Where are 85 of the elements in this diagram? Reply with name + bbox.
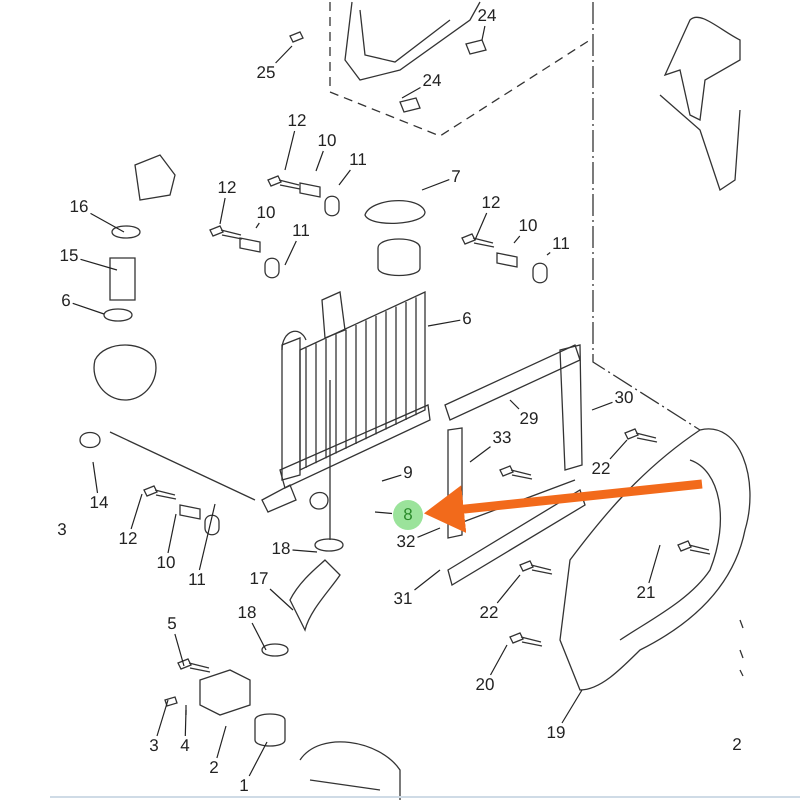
callout-number: 11 [551,235,571,253]
leader-line [256,222,260,228]
callout-number: 7 [450,168,462,186]
leader-line [72,302,104,315]
callout-number: 2 [731,736,743,754]
callout-number: 17 [248,570,270,588]
callout-number: 6 [461,310,473,328]
callout-number: 25 [256,64,276,82]
callout-number: 10 [256,204,276,222]
callout-number: 20 [474,676,496,694]
callout-number: 11 [291,222,311,240]
leader-line [174,634,185,666]
callout-number: 3 [56,521,68,539]
callout-number: 19 [546,724,566,742]
leader-line [219,198,226,224]
leader-line [270,588,294,610]
leader-line [252,622,267,650]
callout-number: 22 [478,604,500,622]
callout-number: 12 [480,194,502,212]
leader-line [648,544,661,584]
callout-number: 6 [60,292,72,310]
callout-number: 18 [236,604,258,622]
leader-line [284,130,296,170]
callout-number: 29 [518,410,540,428]
leader-line [561,690,583,724]
leader-line [402,86,421,99]
leader-line [610,440,628,460]
callout-number: 4 [179,737,191,755]
leader-line [474,212,488,240]
leader-line [184,710,187,736]
callout-number: 30 [614,389,634,407]
leader-line [592,402,613,411]
callout-number: 16 [68,198,90,216]
callout-number: 12 [118,530,138,548]
leader-line [481,26,486,40]
leader-line [382,474,402,482]
callout-number: 1 [238,777,250,795]
leader-line [292,549,318,553]
leader-line [275,46,292,64]
leader-line [216,726,227,758]
callout-number: 32 [396,533,416,551]
callout-number: 10 [156,554,176,572]
callout-number: 12 [216,179,238,197]
leader-line [414,570,440,590]
leader-line [92,462,98,494]
callout-number: 5 [166,615,178,633]
callout-number: 31 [392,590,414,608]
callout-number: 14 [88,494,110,512]
leader-line [156,700,169,736]
leader-line [496,574,520,604]
callout-number: 15 [58,247,80,265]
callout-number: 3 [148,737,160,755]
callout-number: 11 [187,571,207,589]
callout-number: 33 [492,429,512,447]
leader-line [510,400,520,410]
callout-number: 22 [590,460,612,478]
callout-number: 11 [348,151,368,169]
leader-line [167,514,177,554]
leader-line [284,240,297,266]
callout-number: 24 [422,72,442,90]
callout-number: 10 [518,217,538,235]
leader-line [422,179,450,191]
callout-number: 21 [636,584,656,602]
callout-number: 12 [286,112,308,130]
leader-line [80,258,118,271]
callout-number: 10 [316,132,338,150]
leader-line [198,504,216,570]
leader-line [248,742,268,776]
callout-number: 9 [402,464,414,482]
arrow [424,480,702,534]
leader-line [417,527,440,538]
leader-line [90,212,124,233]
leader-line [546,252,551,256]
leader-line [514,236,520,244]
callout-number: 24 [476,7,498,25]
leader-line [428,320,460,327]
callout-number: 18 [270,540,292,558]
leader-line [315,150,324,172]
leader-line [374,511,392,514]
leader-line [338,170,351,186]
highlighted-callout-number: 8 [393,500,423,530]
leader-line [470,446,491,462]
callout-number: 2 [208,759,220,777]
leader-line [130,494,143,530]
leader-line [490,644,508,676]
